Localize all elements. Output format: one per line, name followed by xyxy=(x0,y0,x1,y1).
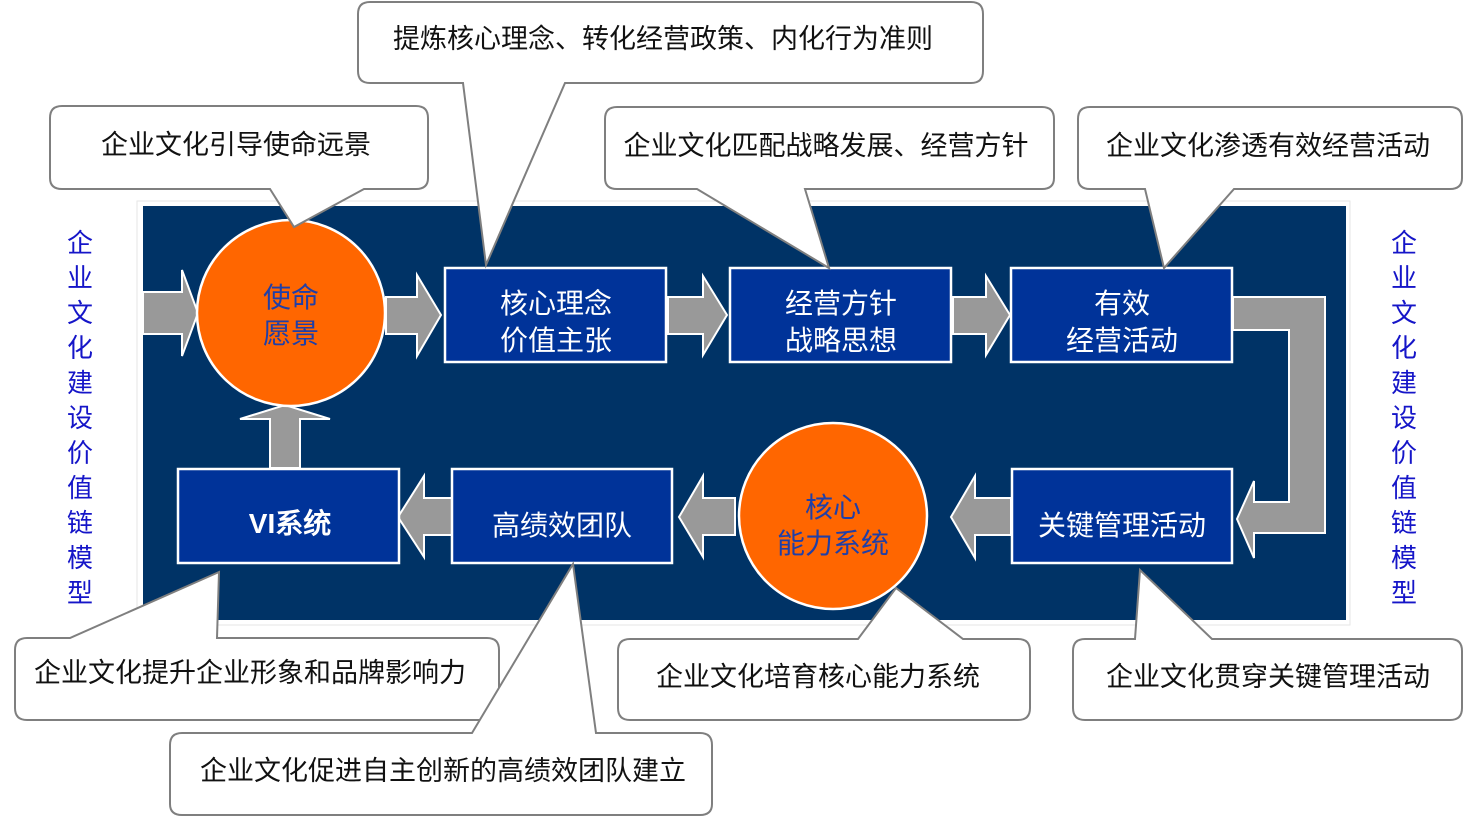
node-core-capability[interactable]: 核心 能力系统 xyxy=(737,421,929,611)
arrow-strategy-to-effective-ops xyxy=(952,272,1012,359)
callout-mission xyxy=(49,105,429,229)
left-side-label-char: 设 xyxy=(67,404,93,434)
left-side-label-char: 文 xyxy=(67,299,93,329)
node-team[interactable]: 高绩效团队 xyxy=(450,467,674,565)
callout-vi-text: 企业文化提升企业形象和品牌影响力 xyxy=(34,658,466,689)
left-side-label-char: 链 xyxy=(67,509,93,539)
node-vi[interactable]: VI系统 xyxy=(176,467,401,565)
node-mission-line2: 愿景 xyxy=(263,317,319,350)
right-side-label-char: 设 xyxy=(1391,404,1417,434)
left-side-label-char: 建 xyxy=(67,369,93,399)
callout-effective-ops-text: 企业文化渗透有效经营活动 xyxy=(1106,131,1430,162)
node-mission-line1: 使命 xyxy=(263,281,319,314)
entry-arrow xyxy=(142,269,200,357)
callout-key-mgmt-text: 企业文化贯穿关键管理活动 xyxy=(1106,662,1430,693)
left-side-label-char: 价 xyxy=(67,439,93,469)
node-strategy-line2: 战略思想 xyxy=(785,324,897,357)
node-core-capability-line2: 能力系统 xyxy=(777,527,889,560)
arrow-core-values-to-strategy xyxy=(667,272,729,359)
callout-core-capability xyxy=(617,586,1031,721)
left-side-label-char: 企 xyxy=(67,229,93,259)
callout-team-text: 企业文化促进自主创新的高绩效团队建立 xyxy=(200,756,686,787)
right-side-label-char: 值 xyxy=(1391,474,1417,504)
left-side-label-char: 模 xyxy=(67,544,93,574)
callout-core-values-text: 提炼核心理念、转化经营政策、内化行为准则 xyxy=(393,24,933,55)
callout-strategy-text: 企业文化匹配战略发展、经营方针 xyxy=(624,131,1029,162)
left-side-label-char: 型 xyxy=(67,579,93,609)
callout-strategy xyxy=(604,106,1055,271)
node-core-capability-line1: 核心 xyxy=(805,491,861,524)
right-side-label-char: 文 xyxy=(1391,299,1417,329)
arrow-vi-to-mission xyxy=(239,403,331,469)
left-side-label-char: 业 xyxy=(67,264,93,294)
right-side-label-char: 企 xyxy=(1391,229,1417,259)
right-side-label-char: 业 xyxy=(1391,264,1417,294)
callout-effective-ops xyxy=(1077,106,1463,271)
node-vi-label: VI系统 xyxy=(249,507,331,539)
left-side-label-char: 化 xyxy=(67,334,93,364)
right-side-label-char: 型 xyxy=(1391,579,1417,609)
node-strategy[interactable]: 经营方针 战略思想 xyxy=(728,266,953,364)
node-core-values[interactable]: 核心理念 价值主张 xyxy=(443,266,668,364)
node-core-values-line2: 价值主张 xyxy=(500,324,612,357)
node-core-values-line1: 核心理念 xyxy=(500,287,612,320)
callout-core-values xyxy=(357,1,984,269)
arrow-team-to-vi xyxy=(396,472,453,561)
node-key-mgmt[interactable]: 关键管理活动 xyxy=(1010,467,1234,565)
right-side-label-char: 价 xyxy=(1391,439,1417,469)
callout-core-capability-text: 企业文化培育核心能力系统 xyxy=(656,662,980,693)
left-side-label-char: 值 xyxy=(67,474,93,504)
callout-team xyxy=(169,561,713,816)
node-effective-ops-line1: 有效 xyxy=(1094,287,1150,320)
node-effective-ops[interactable]: 有效 经营活动 xyxy=(1009,266,1234,364)
right-side-label-char: 模 xyxy=(1391,544,1417,574)
arrow-key-mgmt-to-core-capability xyxy=(949,472,1012,562)
right-side-label-char: 建 xyxy=(1391,369,1417,399)
node-team-label: 高绩效团队 xyxy=(492,509,632,542)
callout-mission-text: 企业文化引导使命远景 xyxy=(101,130,371,161)
arrow-effective-ops-to-key-mgmt xyxy=(1232,296,1326,559)
arrow-mission-to-core-values xyxy=(385,271,443,360)
node-mission[interactable]: 使命 愿景 xyxy=(195,218,387,408)
node-effective-ops-line2: 经营活动 xyxy=(1066,324,1178,357)
callout-key-mgmt xyxy=(1072,567,1463,721)
node-strategy-line1: 经营方针 xyxy=(785,287,897,320)
right-side-label-char: 化 xyxy=(1391,334,1417,364)
right-side-label-char: 链 xyxy=(1391,509,1417,539)
node-key-mgmt-label: 关键管理活动 xyxy=(1038,509,1206,542)
arrow-core-capability-to-team xyxy=(677,472,736,561)
